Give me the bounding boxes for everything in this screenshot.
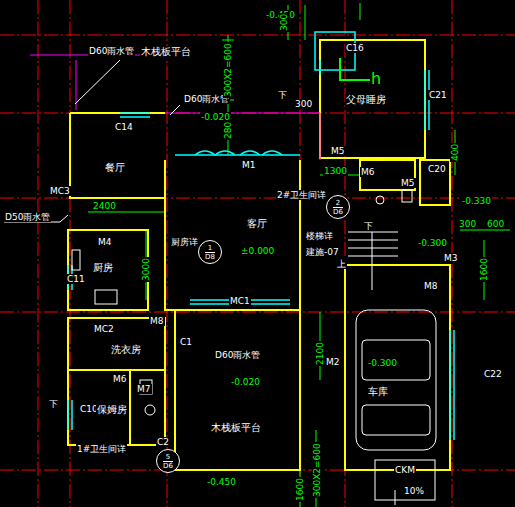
dimension-text: 3000 (141, 257, 151, 282)
plan-label: M1 (241, 160, 257, 170)
dimension-text: -0.300 (367, 358, 398, 368)
dimension-text: 400 (450, 143, 460, 162)
plan-label: 楼梯详 (305, 231, 334, 241)
dimension-text: -0.450 (206, 477, 237, 487)
plan-label: M8 (149, 316, 165, 326)
plan-label: C22 (483, 369, 503, 379)
plan-label: D60雨水管 (214, 350, 261, 360)
dimension-text: 300X2=600 (223, 42, 233, 98)
plan-label: 2#卫生间详 (276, 190, 327, 200)
plan-label: M5 (330, 146, 346, 156)
plan-label: C20 (427, 164, 447, 174)
plan-label: 车库 (367, 386, 389, 398)
dimension-text: 600 (486, 219, 505, 229)
dimension-text: -0.020 (230, 377, 261, 387)
callout-text: 1 (205, 244, 215, 253)
plan-label: MC3 (49, 186, 71, 196)
plan-label: M6 (360, 167, 376, 177)
dimension-text: 300 (279, 13, 289, 32)
dimension-text: -0.020 (200, 112, 231, 122)
plan-label: C2 (156, 437, 170, 447)
dimension-text: 2400 (92, 201, 117, 211)
detail-callout-circle: 5D6 (156, 449, 180, 473)
plan-label: D60雨水管 (88, 46, 135, 56)
dimension-text: 1600 (295, 477, 305, 502)
plan-label: 厨房 (92, 262, 114, 274)
callout-text: D6 (333, 208, 343, 216)
plan-label: 下 (363, 221, 374, 231)
dimension-text: 300X2=600 (312, 442, 322, 498)
dimension-text: -0.300 (417, 238, 448, 248)
plan-label: CKM (394, 465, 416, 475)
detail-callout-circle: 1D8 (198, 240, 222, 264)
plan-label: 保姆房 (96, 404, 128, 416)
plan-label: D50雨水管 (4, 212, 51, 222)
dimension-text: 2100 (315, 341, 325, 366)
callout-text: 2 (333, 199, 343, 208)
plan-label: 木栈板平台 (140, 46, 192, 58)
plan-label: M8 (423, 281, 439, 291)
plan-label: 10% (403, 486, 425, 496)
plan-label: C14 (114, 122, 134, 132)
callout-text: D6 (163, 462, 173, 470)
dimension-text: h (370, 70, 382, 88)
dimension-text: 1600 (479, 257, 489, 282)
dimension-text: -0.330 (461, 196, 492, 206)
plan-label: 下 (48, 399, 59, 409)
plan-label: M2 (325, 357, 341, 367)
plan-label: 木栈板平台 (210, 422, 262, 434)
plan-label: C1 (179, 337, 193, 347)
plan-label: C11 (66, 274, 86, 284)
dimension-text: 1300 (323, 166, 348, 176)
detail-callout-circle: 2D6 (326, 195, 350, 219)
plan-label: 洗衣房 (110, 344, 142, 356)
callout-text: D8 (205, 253, 215, 261)
plan-label: 1#卫生间详 (76, 444, 127, 454)
plan-label: M4 (97, 237, 113, 247)
plan-label: 上 (336, 259, 347, 269)
plan-label: M5 (400, 178, 416, 188)
plan-label: 餐厅 (104, 162, 126, 174)
plan-label: MC2 (93, 324, 115, 334)
dimension-text: 300 (458, 219, 477, 229)
plan-label: C21 (428, 90, 448, 100)
plan-label: 父母睡房 (345, 94, 387, 106)
callout-text: 5 (163, 453, 173, 462)
plan-label: 厨房详 (170, 237, 199, 247)
plan-label: 300 (294, 99, 313, 109)
plan-label: M3 (443, 253, 459, 263)
plan-label: C16 (345, 43, 365, 53)
plan-label: M7 (136, 384, 152, 394)
dimension-text: ±0.000 (240, 246, 275, 256)
plan-label: 下 (277, 90, 288, 100)
plan-label: 建施-07 (305, 247, 340, 257)
plan-label: 客厅 (246, 218, 268, 230)
plan-label: M6 (112, 374, 128, 384)
plan-label: MC1 (229, 296, 251, 306)
